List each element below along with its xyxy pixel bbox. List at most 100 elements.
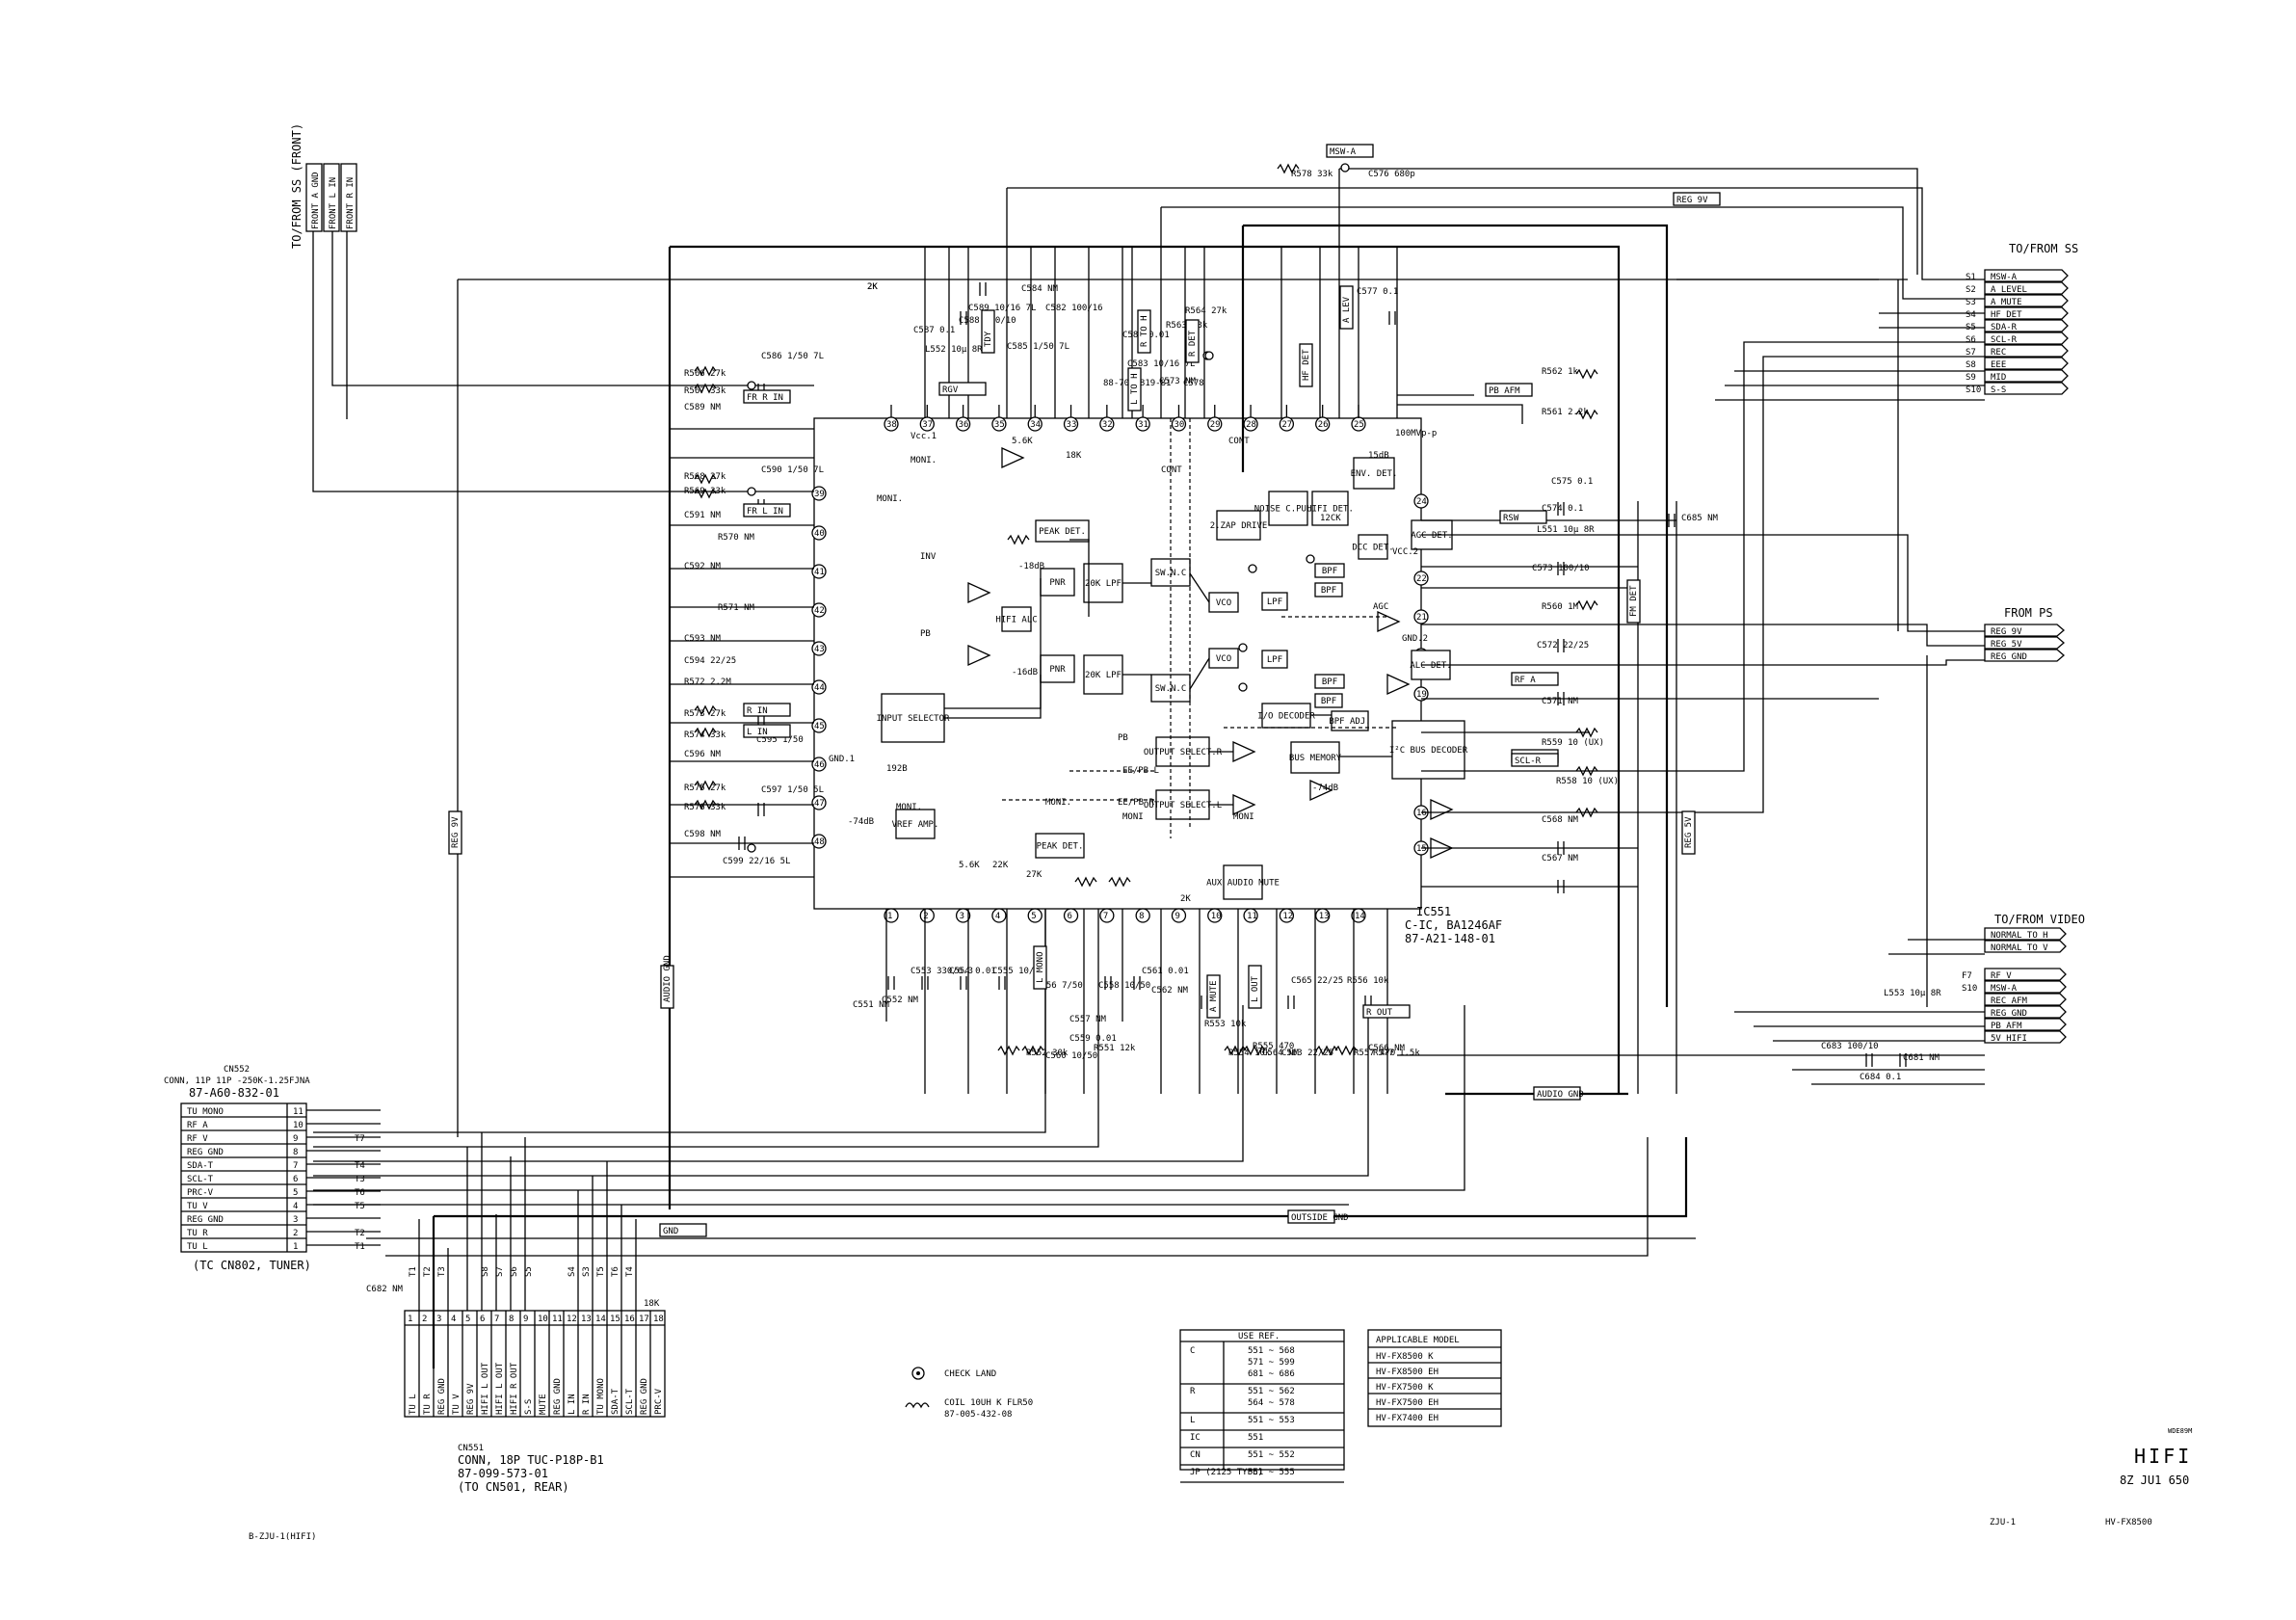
cn552-tag: T6 <box>355 1188 365 1198</box>
net-label: RGV <box>942 385 959 395</box>
component-label: R575 27k <box>684 783 726 793</box>
ic-internal-label: MONI <box>1122 812 1144 822</box>
resistor-icon <box>694 780 717 791</box>
component-label: R554 10k <box>1228 1049 1271 1058</box>
cn551-tag: T6 <box>611 1266 620 1277</box>
ic-left-pin <box>811 641 827 656</box>
ic-block-peak-det-top <box>1035 519 1090 543</box>
cn552-pin: 11 <box>293 1107 303 1117</box>
cn551-pin: 11 <box>552 1315 563 1324</box>
ic-block-label: OUTPUT SELECT.R <box>1144 748 1223 757</box>
ic-block-label: BPF ADJ. <box>1329 717 1370 727</box>
cn551-tag: T5 <box>596 1266 606 1277</box>
component-label: C684 0.1 <box>1860 1073 1901 1082</box>
component-label: 22K <box>992 861 1009 870</box>
check-land-icon <box>1204 351 1214 360</box>
cn552-signal: RF A <box>187 1121 208 1130</box>
ic-block-label: I/O DECODER <box>1257 712 1315 722</box>
ps-row <box>1984 649 2065 662</box>
component-label: R556 10k <box>1347 976 1389 986</box>
ic-internal-label: PB <box>920 629 931 639</box>
cn551-pin: 18 <box>653 1315 664 1324</box>
video-row <box>1984 1030 2067 1044</box>
component-label: R570 NM <box>718 533 755 543</box>
ic-block-vref-amp <box>895 809 936 839</box>
component-label: C577 0.1 <box>1357 287 1398 297</box>
component-label: R578 33k <box>1291 170 1333 179</box>
ss-right-pin: S1 <box>1966 273 1976 282</box>
component-label: C573 NM <box>1159 377 1197 386</box>
use-ref-value: 551 ~ 553 <box>1248 1416 1295 1425</box>
cn551-signal: TU L <box>409 1394 418 1415</box>
ic-block-label: BPF <box>1322 567 1337 576</box>
component-label: C566 NM <box>1368 1044 1406 1053</box>
component-label: R569 33k <box>684 487 726 496</box>
ic-block-label: 2.ZAP DRIVE <box>1210 521 1268 531</box>
ic-bottom-pin-number: 9 <box>1174 912 1179 921</box>
ic-block-label: BUS MEMORY <box>1289 754 1342 763</box>
ic-right-pin <box>1413 493 1429 509</box>
cn551-signal: MUTE <box>539 1394 548 1415</box>
ic-top-pin <box>1027 416 1042 432</box>
ic-internal-label: MONI. <box>1045 798 1071 808</box>
component-label: C586 1/50 7L <box>761 352 824 361</box>
video-row <box>1984 1005 2067 1019</box>
ss-front-pin-1: FRONT A GND <box>311 172 321 229</box>
component-label: C555 10/50 <box>992 967 1044 976</box>
component-label: C552 NM <box>882 996 919 1005</box>
net-label: GND <box>663 1227 678 1236</box>
component-label: C551 NM <box>853 1000 890 1010</box>
ic-top-pin-number: 25 <box>1354 420 1364 430</box>
video-pin: F7 <box>1962 971 1972 981</box>
ic-block-noise-cpulse <box>1268 491 1308 526</box>
video-signal: REG GND <box>1991 1009 2027 1019</box>
ic-block-label: 20K LPF <box>1085 579 1122 589</box>
model-row: HV-FX8500 K <box>1376 1352 1434 1362</box>
ic-internal-label: 15dB <box>1368 451 1389 461</box>
component-label: 5.6K <box>959 861 980 870</box>
check-land-icon <box>747 381 756 390</box>
ic-block-label: VCO <box>1216 598 1231 608</box>
cn552-signal: SDA-T <box>187 1161 214 1171</box>
resistor-icon <box>1108 876 1131 888</box>
ic-block-io-decoder <box>1261 703 1311 729</box>
cn551-ref: CN551 <box>458 1444 484 1453</box>
ic-top-pin-number: 29 <box>1210 420 1221 430</box>
ss-right-pin: S6 <box>1966 335 1976 345</box>
cn552-signal: SCL-T <box>187 1175 214 1184</box>
ps-row <box>1984 624 2065 637</box>
cn552-signal: TU R <box>187 1229 208 1238</box>
net-label: R DET <box>1188 330 1198 357</box>
net-label: A MUTE <box>1209 980 1219 1012</box>
video-title: TO/FROM VIDEO <box>1994 913 2085 926</box>
cn551-pin: 3 <box>436 1315 441 1324</box>
use-ref-value: 571 ~ 599 <box>1248 1358 1295 1368</box>
ic-top-pin <box>955 416 971 432</box>
ic-left-pin-number: 43 <box>814 645 825 654</box>
resistor-icon <box>1575 807 1598 818</box>
cn551-tag: T2 <box>423 1266 433 1277</box>
cn551-pin: 9 <box>523 1315 528 1324</box>
ss-right-row <box>1984 306 2069 320</box>
title-block: WDE89M HIFI 8Z JU1 650 ZJU-1 HV-FX8500 B… <box>249 1427 2192 1542</box>
resistor-icon <box>694 704 717 716</box>
ss-right-signal: S-S <box>1991 385 2006 395</box>
ss-right-pin: S8 <box>1966 360 1976 370</box>
ic-bottom-pin <box>1243 908 1258 923</box>
model-row: HV-FX7400 EH <box>1376 1414 1438 1423</box>
title-bottom-left: B-ZJU-1(HIFI) <box>249 1532 316 1542</box>
component-label: R574 33k <box>684 730 726 740</box>
component-label: C587 0.1 <box>913 326 955 335</box>
component-label: C554 0.01 <box>949 967 996 976</box>
ps-signal: REG 9V <box>1991 627 2022 637</box>
component-label: C576 680p <box>1368 170 1415 179</box>
net-label: TDY <box>984 331 993 347</box>
component-label: R562 1k <box>1542 367 1579 377</box>
component-label: C589 10/16 7L <box>968 304 1036 313</box>
use-ref-key: R <box>1190 1387 1196 1396</box>
ss-front-pin-2: FRONT L IN <box>329 177 338 229</box>
cn551-pin: 7 <box>494 1315 499 1324</box>
ic-block-label: OUTPUT SELECT.L <box>1144 801 1222 810</box>
ic-block-hifi-alc <box>1001 606 1032 632</box>
